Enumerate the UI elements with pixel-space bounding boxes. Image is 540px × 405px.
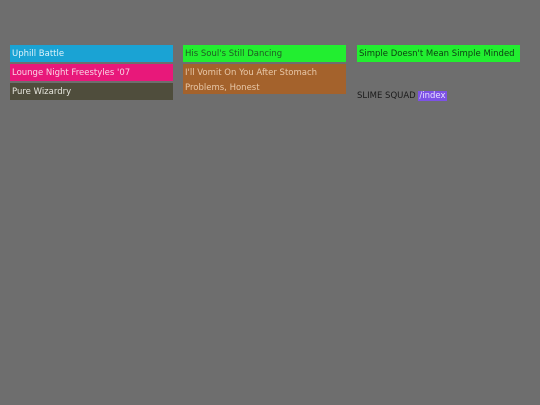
link-pure-wizardry[interactable]: Pure Wizardry — [10, 83, 173, 100]
column-1: Uphill Battle Lounge Night Freestyles '0… — [10, 45, 173, 102]
column-2: His Soul's Still Dancing I'll Vomit On Y… — [183, 45, 346, 96]
column-3: Simple Doesn't Mean Simple Minded — [357, 45, 520, 64]
link-simple-doesnt-mean-simple-minded[interactable]: Simple Doesn't Mean Simple Minded — [357, 45, 520, 62]
index-link[interactable]: /index — [418, 91, 447, 101]
footer-text: SLIME SQUAD — [357, 91, 419, 101]
link-ill-vomit-on-you[interactable]: I'll Vomit On You After Stomach Problems… — [183, 64, 346, 94]
link-uphill-battle[interactable]: Uphill Battle — [10, 45, 173, 62]
link-his-souls-still-dancing[interactable]: His Soul's Still Dancing — [183, 45, 346, 62]
footer-line: SLIME SQUAD /index — [357, 89, 447, 103]
link-lounge-night-freestyles[interactable]: Lounge Night Freestyles '07 — [10, 64, 173, 81]
